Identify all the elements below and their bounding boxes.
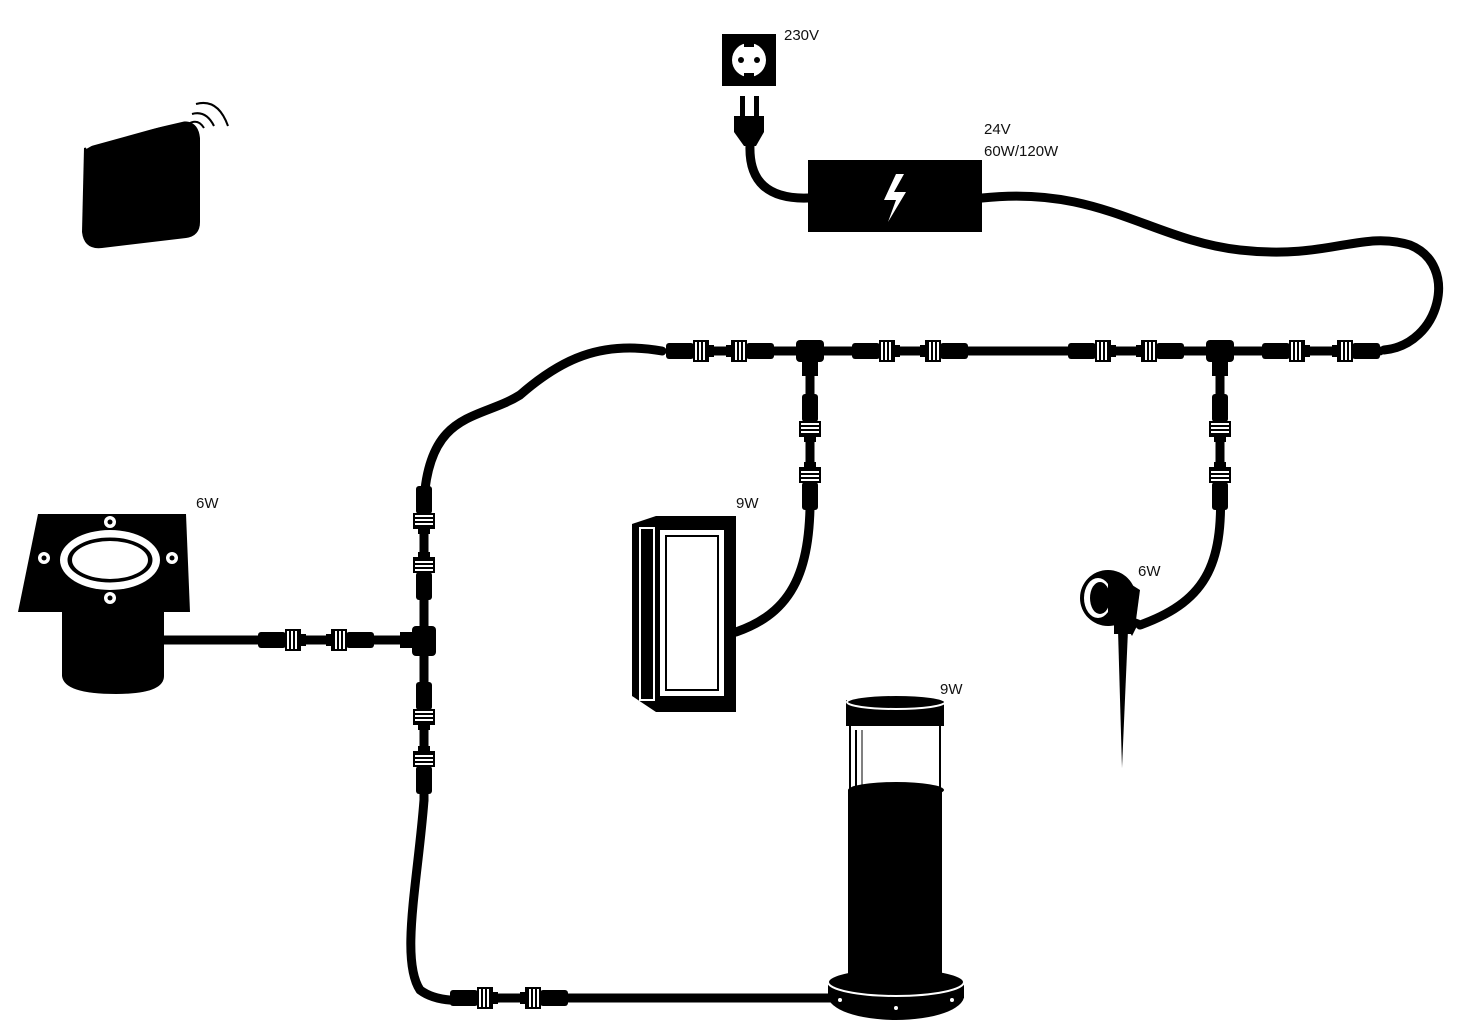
connector: [1135, 340, 1185, 362]
connector: [1261, 340, 1311, 362]
connector: [799, 393, 821, 443]
recessed-ground-light: [18, 514, 190, 694]
mains-voltage-label: 230V: [784, 27, 819, 44]
connector: [413, 745, 435, 795]
spot-light-wattage-label: 6W: [1138, 563, 1161, 580]
connector: [413, 551, 435, 601]
connector: [851, 340, 901, 362]
plug-icon: [734, 96, 764, 146]
connector: [413, 485, 435, 535]
wireless-hub: [82, 102, 229, 249]
connector: [665, 340, 715, 362]
bollard-light: [827, 694, 965, 1020]
connector: [1209, 461, 1231, 511]
connector: [919, 340, 969, 362]
psu-power-label: 60W/120W: [984, 143, 1059, 160]
connector: [799, 461, 821, 511]
connector: [1209, 393, 1231, 443]
connector: [325, 629, 375, 651]
connector: [1067, 340, 1117, 362]
wall-light-wattage-label: 9W: [736, 495, 759, 512]
recessed-light-wattage-label: 6W: [196, 495, 219, 512]
wireless-signal-icon: [187, 102, 229, 129]
connector: [449, 987, 499, 1009]
psu-voltage-label: 24V: [984, 121, 1011, 138]
lightning-bolt-icon: [884, 174, 906, 222]
power-supply: [808, 160, 982, 232]
connector: [519, 987, 569, 1009]
power-outlet-icon: [722, 34, 776, 86]
wall-light: [632, 516, 736, 712]
connector: [725, 340, 775, 362]
connector: [257, 629, 307, 651]
spike-spot-light: [1080, 570, 1140, 768]
connector: [1331, 340, 1381, 362]
t-junction: [1206, 340, 1234, 376]
bollard-light-wattage-label: 9W: [940, 681, 963, 698]
connector: [413, 681, 435, 731]
t-junction: [796, 340, 824, 376]
t-junction: [400, 626, 436, 656]
